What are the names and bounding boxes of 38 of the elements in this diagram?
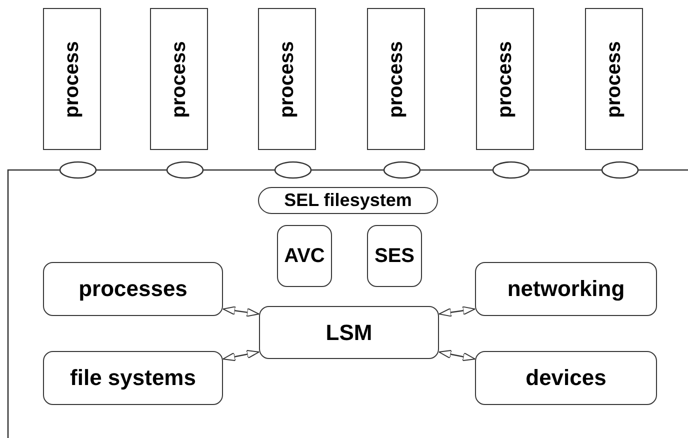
hook-ellipse bbox=[601, 161, 639, 179]
component-box bbox=[367, 225, 422, 287]
process-box bbox=[43, 8, 101, 150]
box-label: SES bbox=[374, 244, 415, 268]
double-arrow bbox=[438, 350, 476, 362]
component-box bbox=[475, 262, 657, 316]
box-label: file systems bbox=[70, 365, 196, 391]
component-box bbox=[259, 306, 439, 359]
component-box bbox=[277, 225, 332, 287]
hook-ellipse bbox=[274, 161, 312, 179]
box-label: process bbox=[494, 40, 516, 118]
box-label: devices bbox=[526, 365, 606, 391]
box-label: networking bbox=[507, 276, 625, 302]
double-arrow bbox=[438, 306, 476, 317]
component-box bbox=[43, 262, 223, 316]
component-box bbox=[43, 351, 223, 405]
box-label: process bbox=[276, 40, 298, 118]
process-box bbox=[476, 8, 534, 150]
hook-ellipse bbox=[59, 161, 97, 179]
component-box bbox=[475, 351, 657, 405]
hook-ellipse bbox=[383, 161, 421, 179]
hook-ellipse bbox=[166, 161, 204, 179]
box-label: processes bbox=[78, 276, 188, 302]
box-label: process bbox=[168, 40, 190, 118]
process-box bbox=[150, 8, 208, 150]
box-label: LSM bbox=[326, 320, 372, 346]
hook-ellipse bbox=[492, 161, 530, 179]
box-label: AVC bbox=[284, 244, 325, 268]
box-label: SEL filesystem bbox=[284, 190, 412, 211]
box-label: process bbox=[384, 40, 408, 118]
process-box bbox=[258, 8, 316, 150]
process-box bbox=[367, 8, 425, 150]
box-label: process bbox=[60, 40, 84, 118]
double-arrow bbox=[222, 306, 260, 317]
box-label: process bbox=[602, 40, 626, 118]
process-box bbox=[585, 8, 643, 150]
double-arrow bbox=[222, 350, 260, 362]
component-box bbox=[258, 187, 438, 214]
